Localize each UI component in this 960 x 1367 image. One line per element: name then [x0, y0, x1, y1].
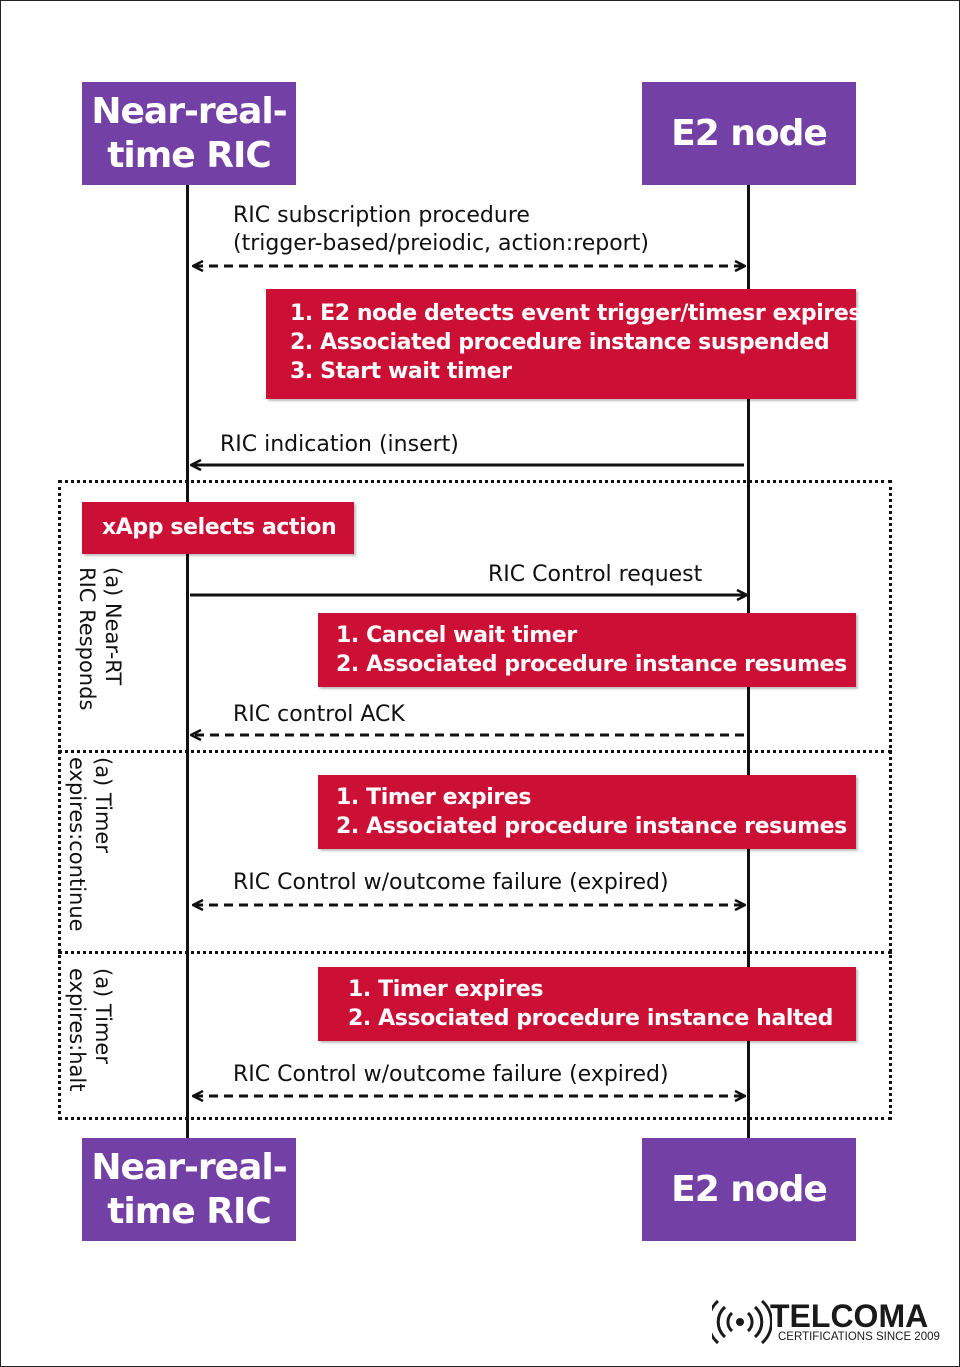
logo-tagline: CERTIFICATIONS SINCE 2009 — [778, 1331, 940, 1343]
fragment-label-timer-halt: (a) Timer expires:halt — [65, 968, 115, 1092]
cancel-timer-line-2: 2. Associated procedure instance resumes — [336, 652, 847, 677]
fragment-separator-2 — [58, 951, 892, 954]
event-detect-note: 1. E2 node detects event trigger/timesr … — [266, 289, 862, 399]
timer-expires-halt-line-2: 2. Associated procedure instance halted — [348, 1006, 834, 1031]
fragment-label-timer-continue: (a) Timer expires:continue — [65, 757, 115, 932]
timer-expires-halt-line-1: 1. Timer expires — [348, 977, 544, 1002]
event-detect-line-3: 3. Start wait timer — [290, 359, 512, 384]
event-detect-line-1: 1. E2 node detects event trigger/timesr … — [290, 301, 862, 326]
failure-continue-label: RIC Control w/outcome failure (expired) — [233, 870, 669, 895]
near-rt-ric-title-bottom: Near-real- time RIC — [91, 1146, 287, 1232]
subscription-label-1: RIC subscription procedure — [233, 203, 530, 228]
ric-lifeline — [186, 185, 189, 1140]
control-request-label: RIC Control request — [488, 562, 703, 587]
subscription-label-2: (trigger-based/preiodic, action:report) — [233, 231, 649, 256]
xapp-selects-action-text: xApp selects action — [102, 515, 337, 540]
e2-node-actor-bottom: E2 node — [642, 1138, 856, 1241]
timer-expires-continue-line-1: 1. Timer expires — [336, 785, 532, 810]
signal-icon — [712, 1299, 772, 1345]
timer-expires-continue-line-2: 2. Associated procedure instance resumes — [336, 814, 847, 839]
timer-expires-continue-note: 1. Timer expires 2. Associated procedure… — [318, 775, 856, 849]
near-rt-ric-title-top: Near-real- time RIC — [91, 90, 287, 176]
control-ack-label: RIC control ACK — [233, 702, 405, 727]
alternatives-fragment — [58, 480, 892, 1120]
fragment-separator-1 — [58, 750, 892, 753]
cancel-timer-line-1: 1. Cancel wait timer — [336, 623, 577, 648]
cancel-timer-note: 1. Cancel wait timer 2. Associated proce… — [318, 613, 856, 687]
e2-node-title-bottom: E2 node — [671, 1168, 828, 1210]
near-rt-ric-actor-top: Near-real- time RIC — [82, 82, 296, 185]
e2-node-title-top: E2 node — [671, 112, 828, 154]
logo-wordmark: TELCOMA — [770, 1298, 929, 1334]
near-rt-ric-actor-bottom: Near-real- time RIC — [82, 1138, 296, 1241]
timer-expires-halt-note: 1. Timer expires 2. Associated procedure… — [318, 967, 856, 1041]
telcoma-logo: TELCOMA CERTIFICATIONS SINCE 2009 — [712, 1298, 950, 1348]
failure-halt-label: RIC Control w/outcome failure (expired) — [233, 1062, 669, 1087]
fragment-label-near-rt-responds: (a) Near-RT RIC Responds — [75, 567, 125, 711]
e2-node-actor-top: E2 node — [642, 82, 856, 185]
event-detect-line-2: 2. Associated procedure instance suspend… — [290, 330, 830, 355]
xapp-selects-action-note: xApp selects action — [82, 502, 354, 554]
indication-label: RIC indication (insert) — [220, 432, 459, 457]
